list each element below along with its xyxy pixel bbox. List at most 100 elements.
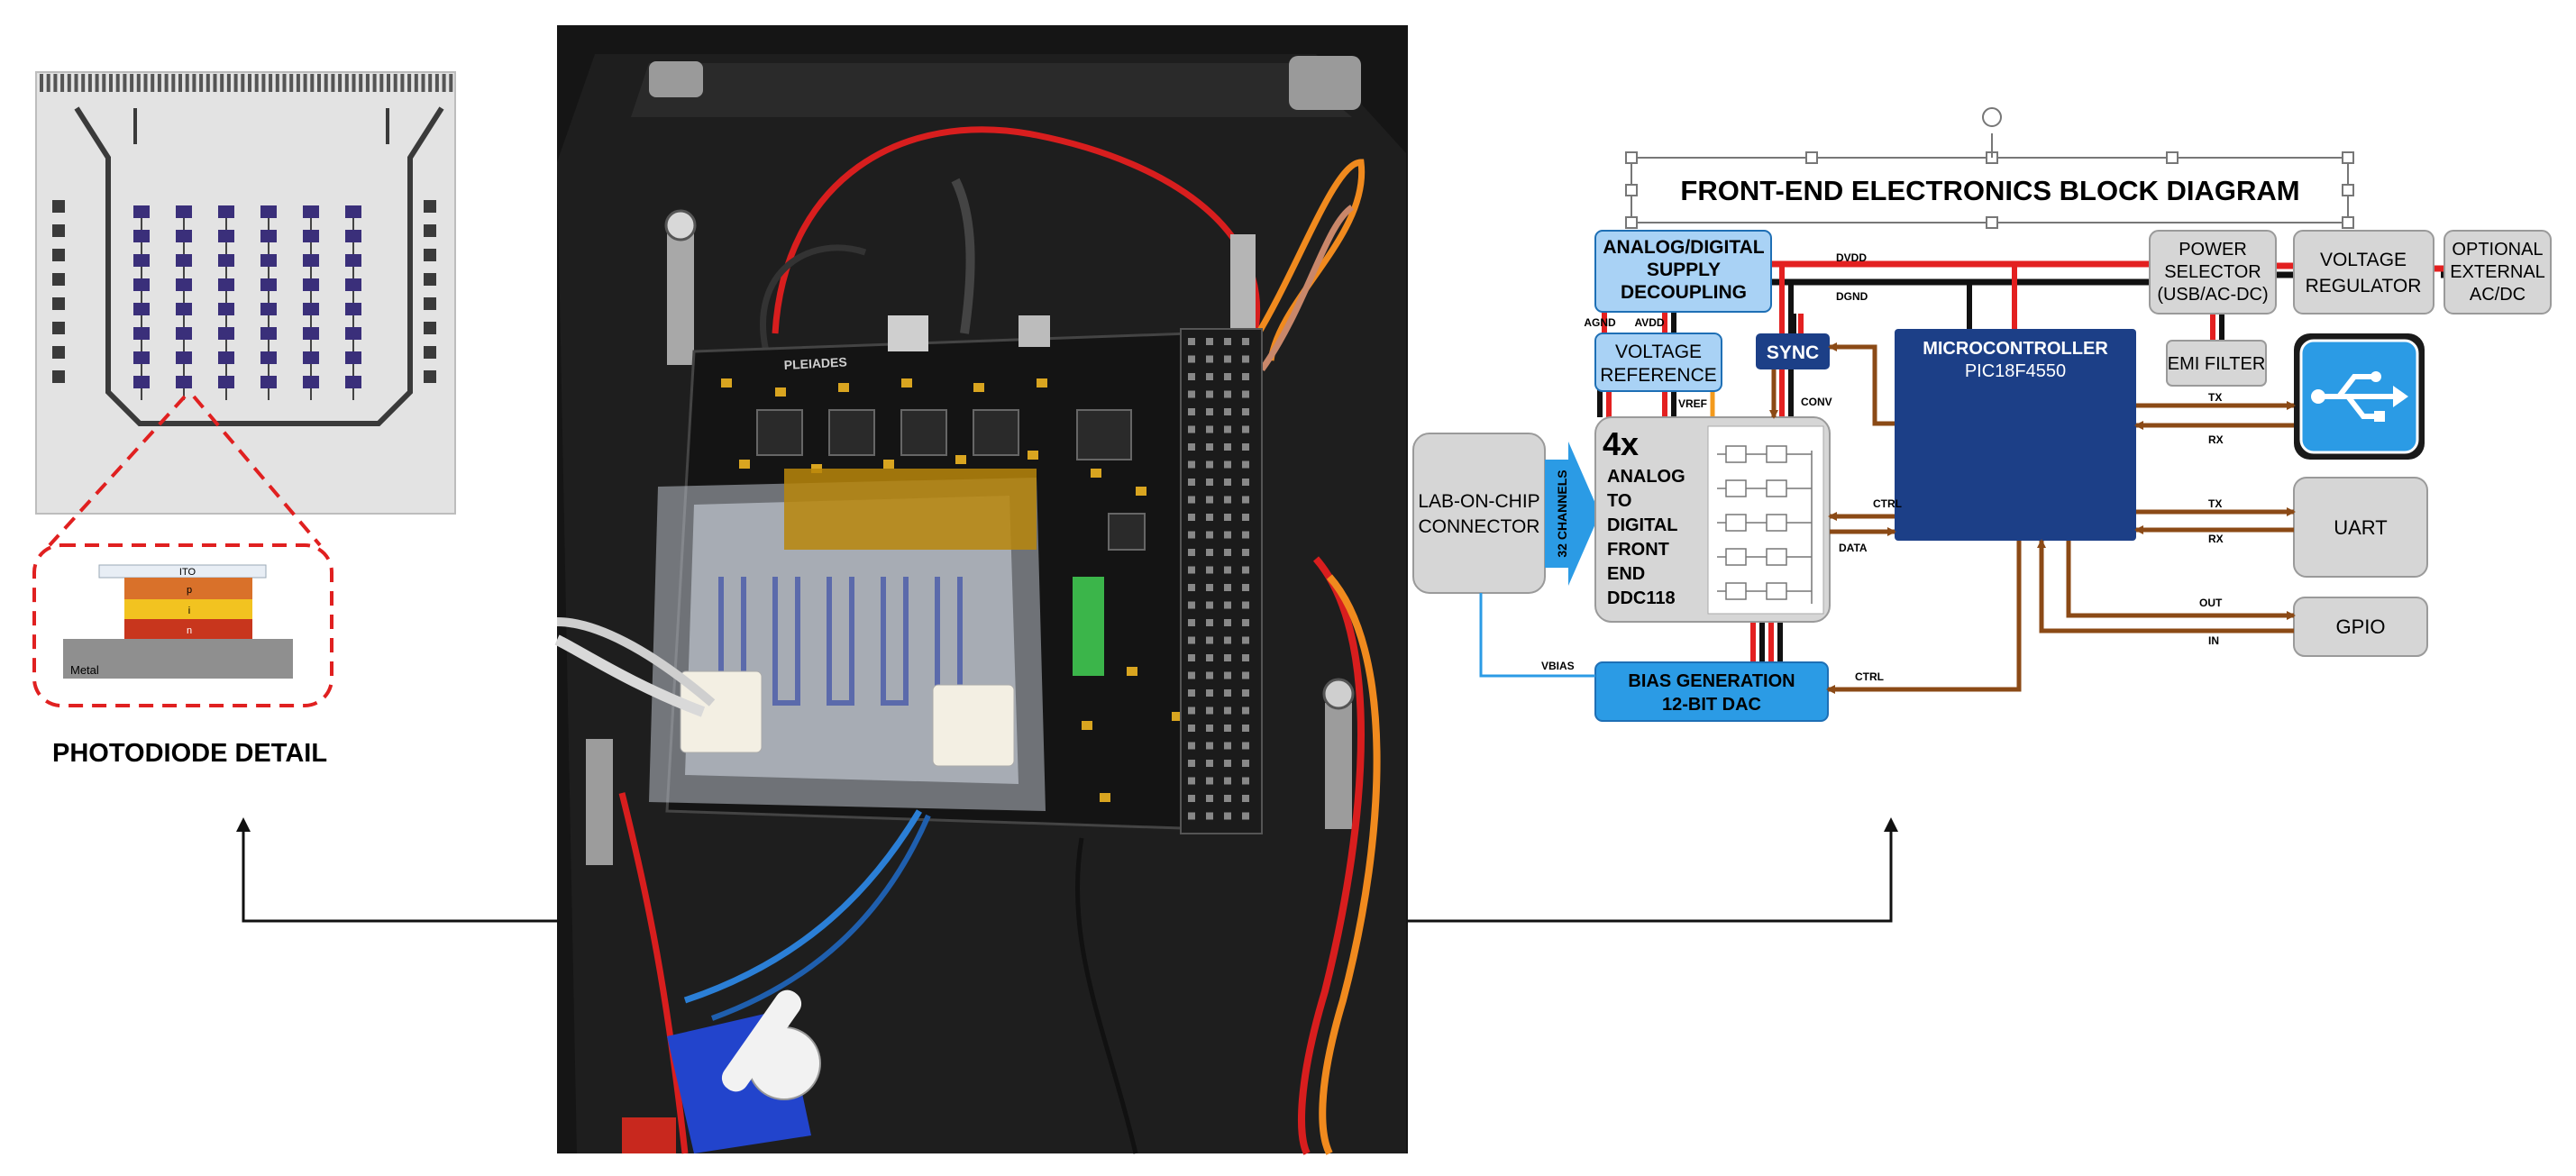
optional-external-block: [2444, 230, 2552, 315]
photodiode-pixel: [176, 230, 192, 242]
voltage-reference-block: [1594, 333, 1722, 392]
avdd-label: AVDD: [1634, 316, 1664, 329]
power-selector-line-3: (USB/AC-DC): [2157, 285, 2268, 305]
uart-tx-label: TX: [2208, 497, 2222, 510]
dvdd-label: DVDD: [1836, 251, 1867, 264]
pcb-silkscreen: PLEIADES: [783, 354, 847, 372]
photodiode-pixel: [133, 278, 150, 291]
hardware-photo: PLEIADES: [554, 25, 1408, 1155]
agnd-label: AGND: [1584, 316, 1616, 329]
gpio-in: [2037, 539, 2294, 634]
voltage-regulator-line-2: REGULATOR: [2306, 276, 2422, 296]
lab-on-chip-connector-block: [1412, 433, 1546, 594]
photodiode-pixel: [176, 278, 192, 291]
photodiode-pixel: [218, 230, 234, 242]
photodiode-pixel: [303, 303, 319, 315]
gpio-label: GPIO: [2335, 615, 2385, 638]
adc-line-6: DDC118: [1607, 588, 1676, 608]
metal-layer: [63, 639, 293, 679]
photodiode-pixel: [133, 327, 150, 340]
lab-on-chip-line-2: CONNECTOR: [1419, 516, 1540, 537]
gpio-out-label: OUT: [2199, 597, 2223, 609]
vbias-label: VBIAS: [1541, 660, 1575, 672]
decoupling-line-2: SUPPLY: [1647, 260, 1721, 280]
conv-label: CONV: [1801, 396, 1832, 408]
photodiode-pixel: [176, 303, 192, 315]
photodiode-pixel: [345, 230, 361, 242]
channels-arrow: [1545, 442, 1600, 586]
photodiode-pixel: [218, 327, 234, 340]
power-selector-line-2: SELECTOR: [2164, 262, 2261, 282]
zoom-line-right: [192, 395, 322, 547]
wire-blue: [683, 809, 923, 1004]
power-selector-block: [2149, 230, 2277, 315]
photodiode-pixel: [345, 376, 361, 388]
arrow-to-photodiode: [236, 817, 557, 923]
usb-tx-label: TX: [2208, 391, 2222, 404]
adc-line-5: END: [1607, 564, 1645, 584]
emi-filter-label: EMI FILTER: [2168, 354, 2266, 374]
selection-handles: [1625, 151, 2354, 229]
p-label: p: [187, 585, 192, 596]
photodiode-pixel: [345, 303, 361, 315]
photodiode-pixel: [218, 205, 234, 218]
photodiode-pixel: [218, 278, 234, 291]
photodiode-pixel: [260, 230, 277, 242]
metal-label: Metal: [70, 663, 99, 677]
gpio-in-label: IN: [2208, 634, 2219, 647]
optional-external-line-3: AC/DC: [2470, 285, 2526, 305]
mcu-line-2: PIC18F4550: [1965, 361, 2066, 381]
lab-on-chip-line-1: LAB-ON-CHIP: [1418, 491, 1539, 512]
photodiode-pixel: [303, 254, 319, 267]
adc-ic: [828, 409, 875, 456]
photodiode-pixel: [218, 351, 234, 364]
chip-side-pads: [52, 200, 436, 383]
voltage-reference-line-1: VOLTAGE: [1615, 342, 1702, 362]
photodiode-pixel: [176, 254, 192, 267]
ctrl-label-bias: CTRL: [1855, 670, 1884, 683]
adc-ic: [900, 409, 947, 456]
photodiode-pixel: [176, 327, 192, 340]
photodiode-pixel: [345, 278, 361, 291]
adc-count: 4x: [1603, 425, 1639, 462]
photodiode-pixel: [260, 205, 277, 218]
vref-label: VREF: [1678, 397, 1707, 410]
photodiode-detail: ITO p i n Metal: [32, 543, 333, 707]
zoom-line-left: [48, 395, 187, 547]
photodiode-caption: PHOTODIODE DETAIL: [52, 739, 327, 768]
photodiode-pixel: [303, 278, 319, 291]
decoupling-line-1: ANALOG/DIGITAL: [1603, 237, 1764, 258]
photodiode-pixel: [133, 230, 150, 242]
optional-external-line-2: EXTERNAL: [2450, 262, 2545, 282]
channels-label: 32 CHANNELS: [1555, 469, 1569, 557]
photodiode-pixel: [303, 205, 319, 218]
mcu-to-sync: [1828, 342, 1895, 426]
photodiode-pixel: [260, 254, 277, 267]
photodiode-pixel: [260, 303, 277, 315]
pin-header: [1180, 328, 1263, 834]
vbias-line: [1479, 593, 1595, 678]
usb-icon: [2311, 371, 2408, 422]
uart-label: UART: [2334, 516, 2388, 539]
photodiode-pixel: [218, 376, 234, 388]
photodiode-pixel: [345, 205, 361, 218]
voltage-regulator-line-1: VOLTAGE: [2320, 250, 2407, 270]
voltage-reference-line-2: REFERENCE: [1600, 365, 1717, 386]
gpio-out: [2066, 541, 2296, 620]
photodiode-pixel: [218, 303, 234, 315]
bias-line-1: BIAS GENERATION: [1628, 671, 1795, 691]
adc-line-3: DIGITAL: [1607, 515, 1678, 535]
photodiode-pixel: [133, 205, 150, 218]
photodiode-pixel: [303, 376, 319, 388]
mcu-line-1: MICROCONTROLLER: [1923, 339, 2108, 359]
fluid-port-right: [932, 684, 1015, 767]
photodiode-pixel: [133, 254, 150, 267]
i-label: i: [188, 606, 190, 616]
green-terminal: [1073, 577, 1104, 676]
adc-line-4: FRONT: [1607, 540, 1669, 560]
microcontroller-block: [1895, 329, 2136, 541]
voltage-regulator-block: [2293, 230, 2434, 315]
photodiode-pixel: [345, 327, 361, 340]
power-selector-line-1: POWER: [2179, 240, 2247, 260]
